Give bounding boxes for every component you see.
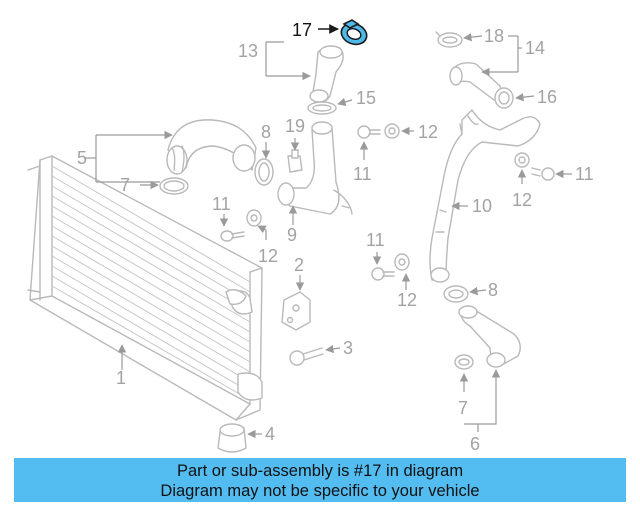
nut-12-lower <box>394 253 410 271</box>
hose-clamp-8-right <box>443 285 469 303</box>
hose-6-lower <box>458 305 521 368</box>
callout-17: 17 <box>292 20 312 40</box>
callout-12-left: 12 <box>258 246 278 266</box>
bolt-3 <box>289 347 324 366</box>
banner-line-1: Part or sub-assembly is #17 in diagram <box>176 462 464 480</box>
callout-19: 19 <box>285 116 305 136</box>
nut-12-right <box>514 152 530 168</box>
callout-7-lower: 7 <box>458 398 468 418</box>
hose-14-upper <box>449 62 502 101</box>
hose-clamp-16 <box>494 87 514 109</box>
hose-clamp-7-lower <box>454 354 474 370</box>
charge-air-pipe-10 <box>429 109 541 283</box>
callout-5: 5 <box>77 148 87 168</box>
bolt-11-right <box>531 167 555 181</box>
callout-12-middle: 12 <box>418 122 438 142</box>
callout-16: 16 <box>537 87 557 107</box>
cap-4 <box>217 423 247 453</box>
callout-18: 18 <box>484 26 504 46</box>
callout-12-lower: 12 <box>397 290 417 310</box>
callout-7-upper: 7 <box>120 175 130 195</box>
callout-4: 4 <box>265 424 275 444</box>
banner-line-2: Diagram may not be specific to your vehi… <box>160 482 480 500</box>
callout-1: 1 <box>116 368 126 388</box>
callout-8-center: 8 <box>261 122 271 142</box>
hose-clamp-7-upper <box>159 177 189 195</box>
bolt-11-left <box>220 230 245 242</box>
pressure-sensor-19 <box>287 149 303 173</box>
callout-15: 15 <box>356 88 376 108</box>
bracket-2 <box>281 291 311 331</box>
callout-3: 3 <box>343 338 353 358</box>
intercooler-core <box>27 155 263 421</box>
bolt-11-middle <box>357 125 381 139</box>
hose-clamp-18 <box>435 31 463 48</box>
hose-clamp-8-center <box>254 158 274 186</box>
callout-8-right: 8 <box>488 280 498 300</box>
callout-13: 13 <box>238 41 258 61</box>
callout-2: 2 <box>294 255 304 275</box>
nut-12-left <box>246 209 262 227</box>
hose-clamp-15 <box>307 101 337 115</box>
callout-11-middle: 11 <box>353 164 372 184</box>
callout-6: 6 <box>470 434 480 454</box>
callout-11-left: 11 <box>212 194 231 214</box>
bolt-11-lower <box>371 267 395 281</box>
callout-11-lower: 11 <box>366 230 385 250</box>
callout-10: 10 <box>472 196 492 216</box>
callout-9: 9 <box>287 225 297 245</box>
charge-air-hose-13 <box>309 45 344 104</box>
callout-12-right: 12 <box>512 190 532 210</box>
info-banner: Part or sub-assembly is #17 in diagram D… <box>14 458 626 502</box>
nut-12-middle <box>384 123 400 139</box>
hose-clamp-17-highlighted[interactable] <box>338 19 369 48</box>
callout-14: 14 <box>525 38 545 58</box>
callout-11-right: 11 <box>575 164 594 184</box>
charge-air-hose-5 <box>166 119 257 175</box>
